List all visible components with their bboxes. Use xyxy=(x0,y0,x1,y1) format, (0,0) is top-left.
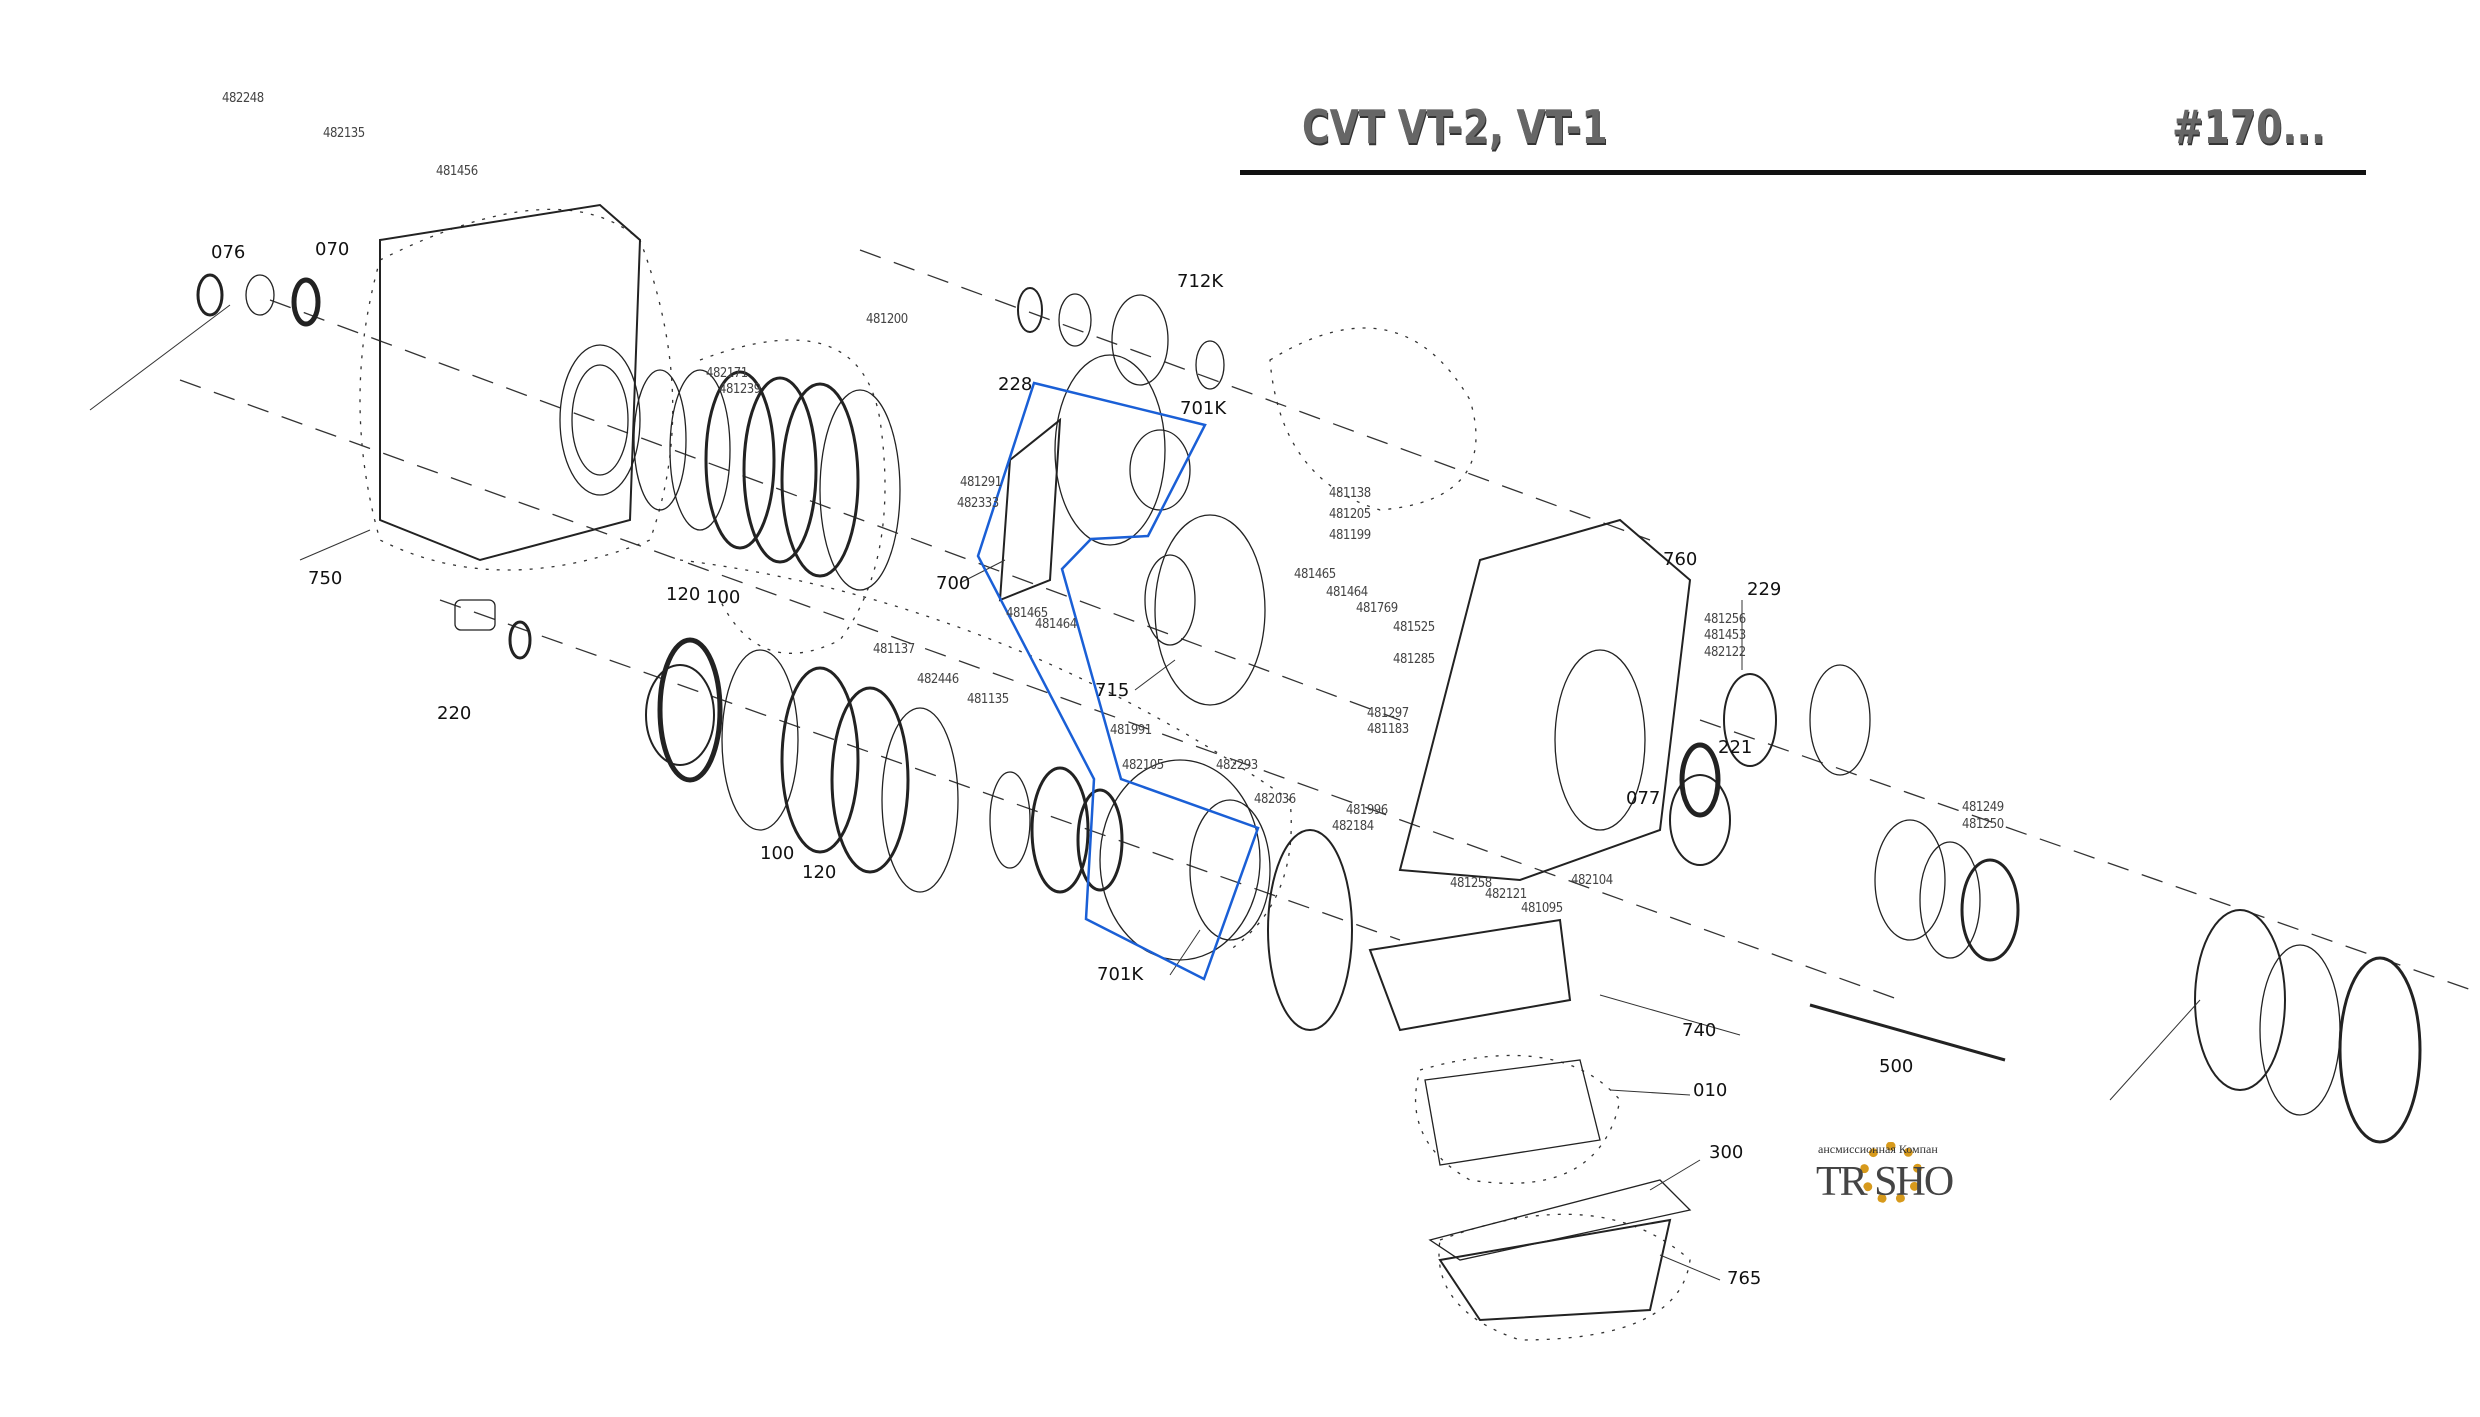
title-underline xyxy=(1240,170,2366,175)
part-callout: 481258 xyxy=(1450,876,1492,891)
part-callout: 482122 xyxy=(1704,645,1746,660)
part-callout: 481239 xyxy=(719,382,761,397)
part-callout: 120 xyxy=(666,584,701,605)
part-callout: 481138 xyxy=(1329,486,1371,501)
part-callout: 481453 xyxy=(1704,628,1746,643)
rear-housing-760 xyxy=(1398,518,1692,882)
logo-tagline: ансмиссионная Компан xyxy=(1818,1142,1938,1156)
part-callout: 482105 xyxy=(1122,758,1164,773)
part-callout: 481464 xyxy=(1035,617,1077,632)
part-callout: 481464 xyxy=(1326,585,1368,600)
part-callout: 715 xyxy=(1095,680,1130,701)
part-callout: 300 xyxy=(1709,1142,1744,1163)
part-callout: 481250 xyxy=(1962,817,2004,832)
part-callout: 481465 xyxy=(1294,567,1336,582)
part-callout: 221 xyxy=(1718,737,1753,758)
part-callout: 481205 xyxy=(1329,507,1371,522)
part-callout: 481291 xyxy=(960,475,1002,490)
oil-pan-765 xyxy=(1438,1218,1672,1322)
part-callout: 482135 xyxy=(323,126,365,141)
part-callout: 228 xyxy=(998,374,1033,395)
part-callout: 481249 xyxy=(1962,800,2004,815)
assembly-axis-lines xyxy=(179,249,2480,1001)
part-callout: 481297 xyxy=(1367,706,1409,721)
part-callout: 482293 xyxy=(1216,758,1258,773)
part-callout: 760 xyxy=(1663,549,1698,570)
part-callout: 481456 xyxy=(436,164,478,179)
part-callout: 500 xyxy=(1879,1056,1914,1077)
part-callout: 070 xyxy=(315,239,350,260)
model-reference: #170... xyxy=(2172,100,2326,154)
part-callout: 229 xyxy=(1747,579,1782,600)
part-callout: 481285 xyxy=(1393,652,1435,667)
part-callout: 120 xyxy=(802,862,837,883)
diagram-title: CVT VT-2, VT-1 xyxy=(1302,100,1608,154)
part-callout: 481525 xyxy=(1393,620,1435,635)
part-callout: 481769 xyxy=(1356,601,1398,616)
clutch-pack-lower xyxy=(657,637,1124,894)
oil-strainer-010 xyxy=(1424,1059,1601,1166)
part-callout: 077 xyxy=(1626,788,1661,809)
712k-assembly xyxy=(1017,287,1225,390)
part-callout: 481465 xyxy=(1006,606,1048,621)
part-callout: 482036 xyxy=(1254,792,1296,807)
part-callout: 750 xyxy=(308,568,343,589)
part-callout: 481135 xyxy=(967,692,1009,707)
part-callout: 076 xyxy=(211,242,246,263)
part-callout: 481095 xyxy=(1521,901,1563,916)
part-callout: 482248 xyxy=(222,91,264,106)
part-callout: 701K xyxy=(1097,964,1144,985)
part-callout: 100 xyxy=(760,843,795,864)
logo-wordmark: TR SHO xyxy=(1816,1159,1954,1205)
part-callout: 701K xyxy=(1180,398,1227,419)
trshop-logo: ансмиссионная Компан TR SHO xyxy=(1816,1140,1976,1214)
gear-ring-icon xyxy=(1860,1142,1922,1204)
part-callout: 765 xyxy=(1727,1268,1762,1289)
belt-kit-highlight-outline xyxy=(976,381,1260,981)
part-callout: 481996 xyxy=(1346,803,1388,818)
part-callout: 100 xyxy=(706,587,741,608)
part-callout: 740 xyxy=(1682,1020,1717,1041)
part-callout: 220 xyxy=(437,703,472,724)
part-callout: 712K xyxy=(1177,271,1224,292)
part-callout: 481199 xyxy=(1329,528,1371,543)
part-callout: 010 xyxy=(1693,1080,1728,1101)
pan-gasket-300 xyxy=(1428,1179,1692,1261)
clutch-pack-upper xyxy=(633,369,901,591)
part-callout: 482171 xyxy=(706,366,748,381)
drum-701k xyxy=(1099,759,1353,1031)
valve-body-740 xyxy=(1368,918,1572,1032)
part-callout: 700 xyxy=(936,573,971,594)
front-housing-750 xyxy=(379,203,642,562)
part-callout: 481991 xyxy=(1110,723,1152,738)
group-outlines xyxy=(359,208,1691,1341)
part-callout: 482104 xyxy=(1571,873,1613,888)
part-callout: 481256 xyxy=(1704,612,1746,627)
part-callout: 482184 xyxy=(1332,819,1374,834)
part-callout: 482333 xyxy=(957,496,999,511)
part-callout: 481137 xyxy=(873,642,915,657)
secondary-pulley xyxy=(1144,514,1266,706)
part-callout: 482121 xyxy=(1485,887,1527,902)
part-callout: 482446 xyxy=(917,672,959,687)
part-callout: 481200 xyxy=(866,312,908,327)
part-callout: 481183 xyxy=(1367,722,1409,737)
